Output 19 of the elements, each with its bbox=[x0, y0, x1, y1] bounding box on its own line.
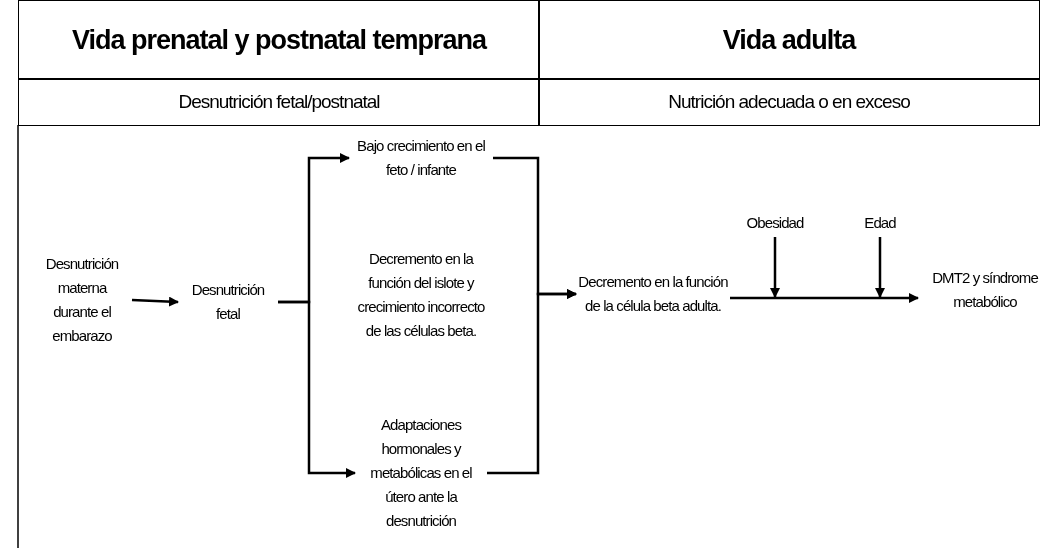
arrow bbox=[730, 293, 919, 303]
flow-text: Decremento en la función de la célula beta adulta. bbox=[578, 270, 728, 318]
table-cell: Nutrición adecuada o en exceso bbox=[538, 78, 1040, 126]
arrow bbox=[131, 296, 179, 307]
flow-text: Edad bbox=[855, 211, 905, 235]
flow-text: Bajo crecimiento en el feto / infante bbox=[351, 134, 491, 182]
flow-text: Obesidad bbox=[735, 211, 815, 235]
column-heading: Vida prenatal y postnatal temprana bbox=[18, 0, 540, 80]
arrow bbox=[875, 237, 885, 298]
flow-text: Decremento en la función del islote y crecimiento incorrecto de las células beta. bbox=[353, 247, 489, 343]
flow-text: DMT2 y síndrome metabólico bbox=[920, 266, 1050, 314]
flow-text: Desnutrición materna durante el embarazo bbox=[34, 252, 130, 348]
arrow bbox=[487, 289, 577, 475]
flow-text: Adaptaciones hormonales y metabólicas en el útero ante la desnutrición bbox=[357, 413, 485, 533]
flow-text: Desnutrición fetal bbox=[180, 278, 276, 326]
column-heading: Vida adulta bbox=[538, 0, 1040, 80]
arrow bbox=[278, 300, 356, 478]
table-cell: Desnutrición fetal/postnatal bbox=[18, 78, 540, 126]
arrow bbox=[770, 237, 780, 298]
